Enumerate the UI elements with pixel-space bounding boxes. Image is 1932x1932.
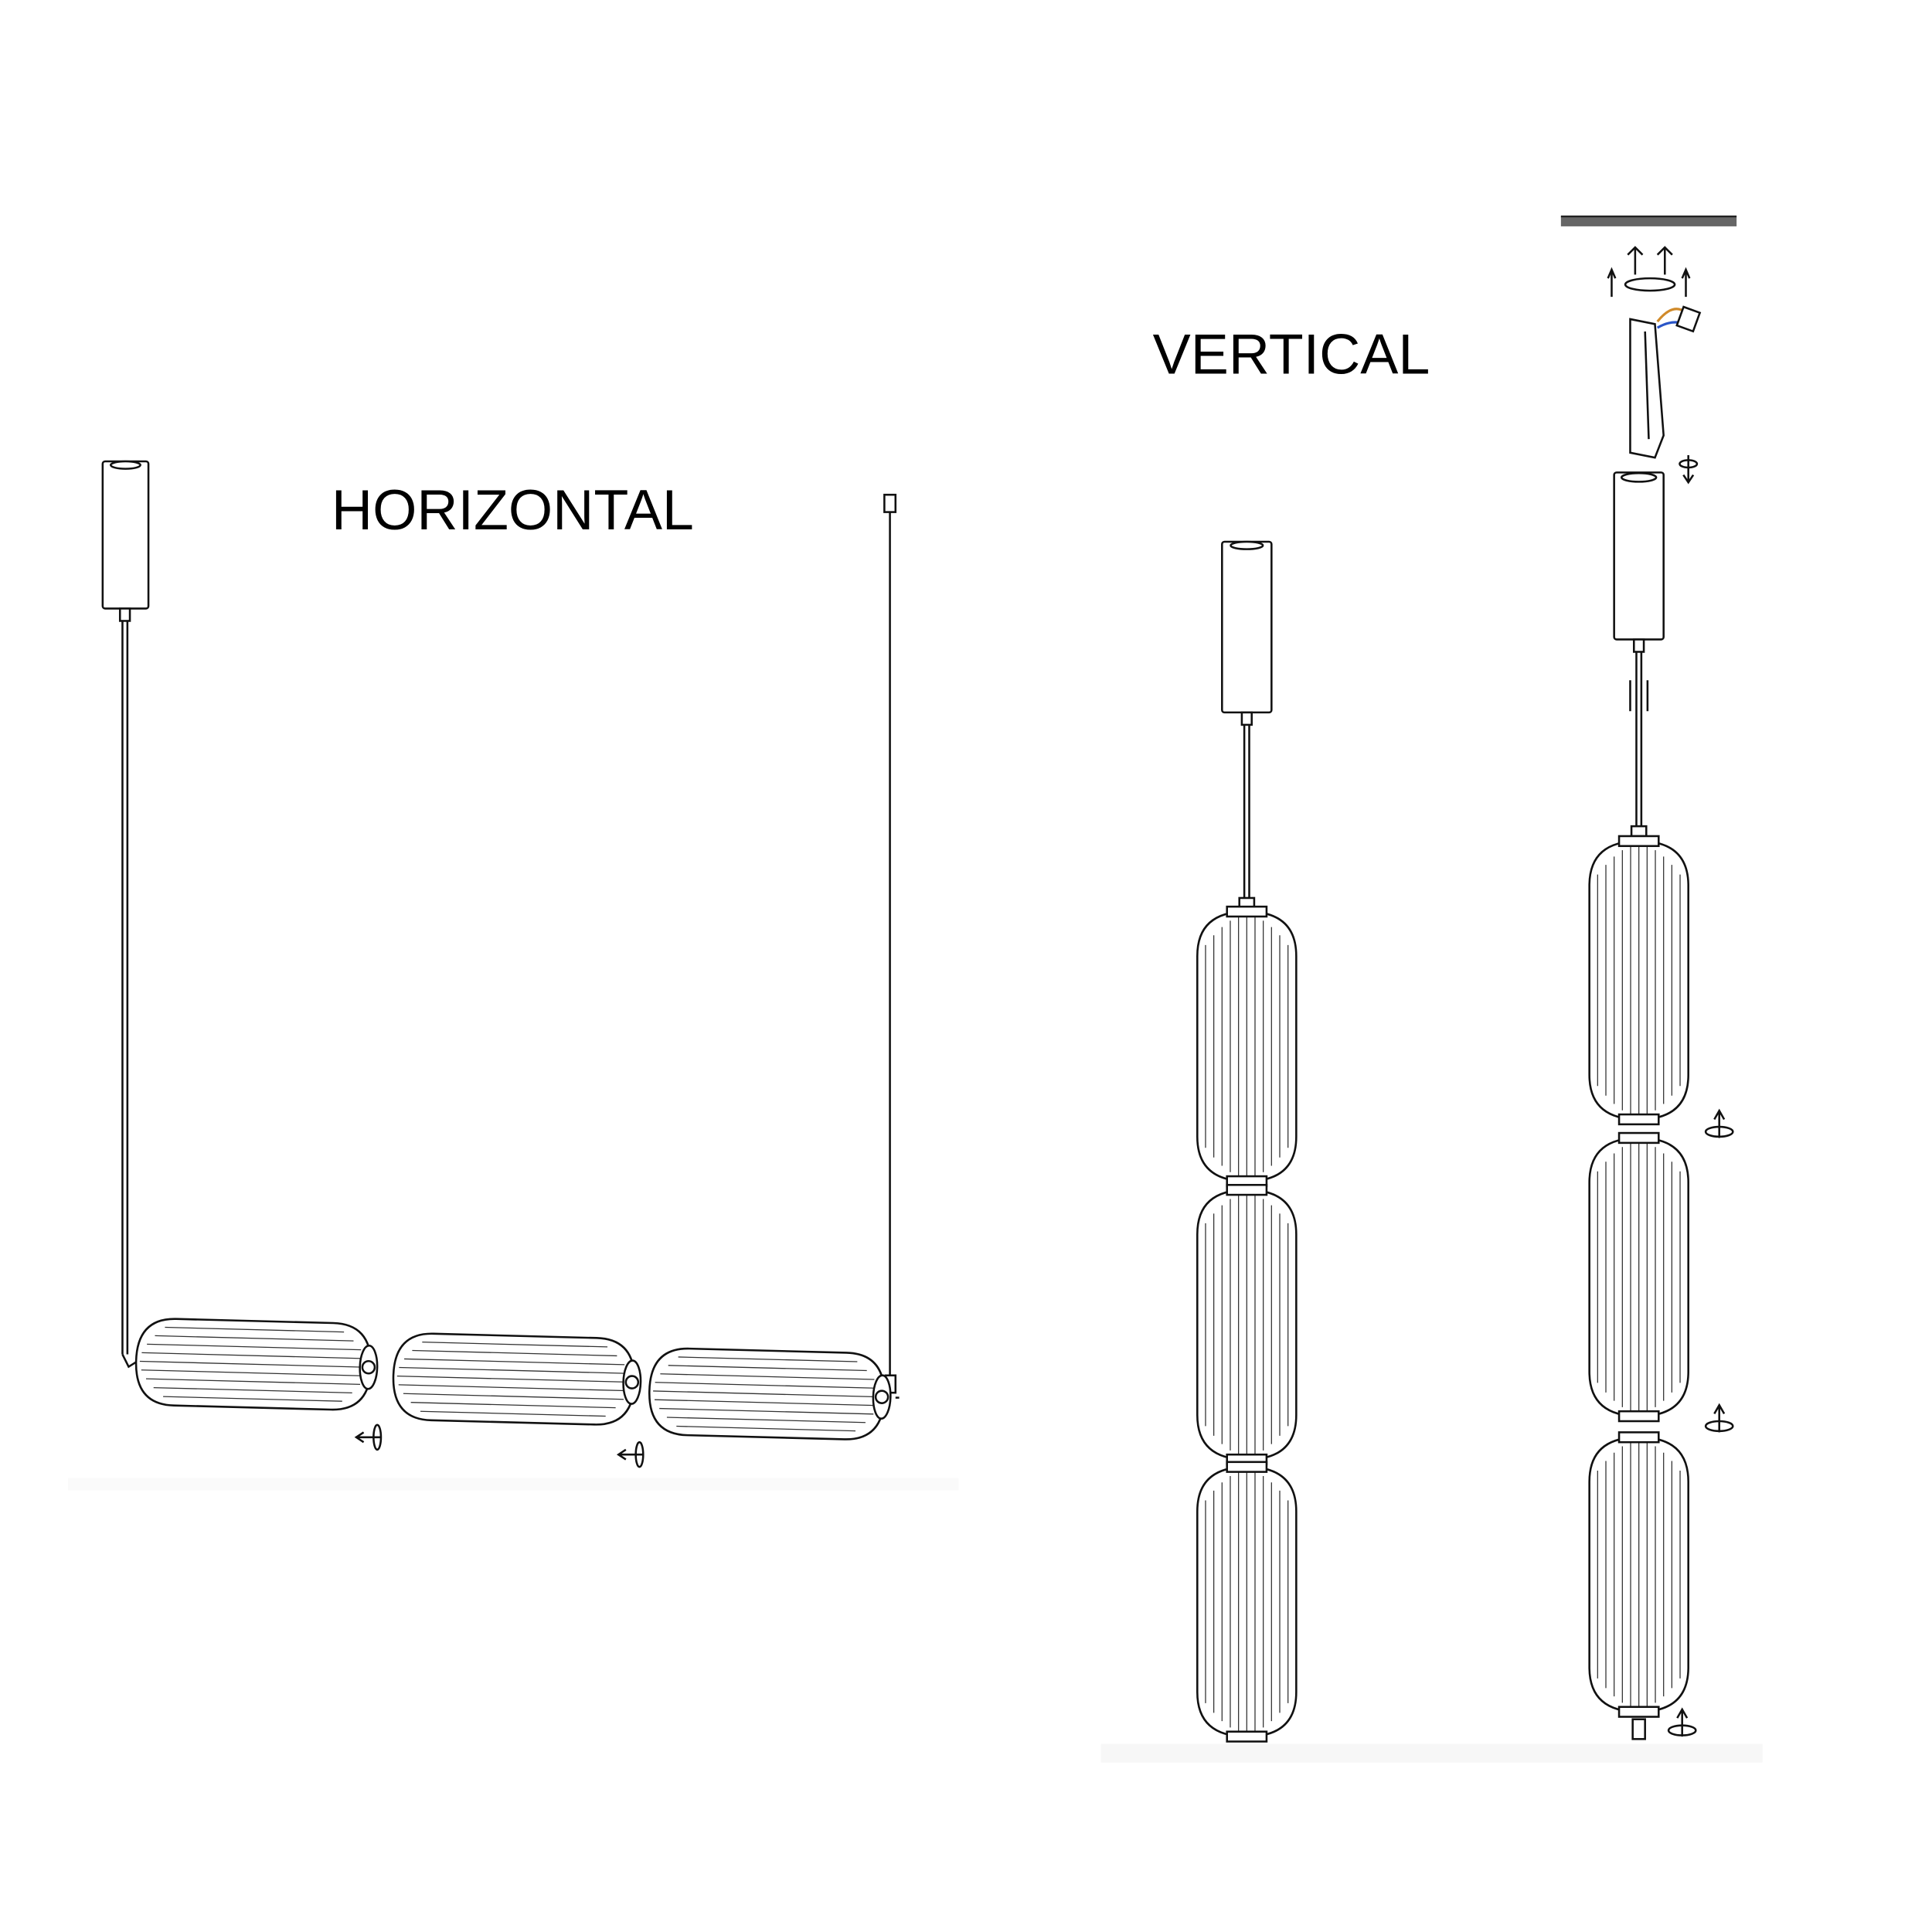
horizontal-shade-1 bbox=[134, 1318, 379, 1411]
wall-anchor-screws-icon bbox=[1607, 246, 1691, 298]
rotate-connect-arrow-icon bbox=[1667, 1707, 1697, 1737]
exploded-suspension-rod bbox=[1629, 638, 1649, 838]
horizontal-wire bbox=[883, 493, 900, 1399]
vertical-shade-1 bbox=[1196, 905, 1298, 1188]
exploded-shade-2 bbox=[1588, 1131, 1689, 1423]
horizontal-shade-3 bbox=[648, 1347, 892, 1440]
horizontal-canopy bbox=[101, 460, 150, 610]
rotate-connect-arrow-icon bbox=[1704, 1403, 1734, 1433]
horizontal-floor-shadow bbox=[68, 1478, 959, 1491]
mounting-bracket bbox=[1629, 305, 1702, 459]
horizontal-suspension-rod bbox=[118, 607, 139, 1369]
exploded-shade-1 bbox=[1588, 835, 1689, 1126]
vertical-floor-shadow bbox=[1100, 1743, 1763, 1763]
rotate-arrow-icon bbox=[1679, 454, 1699, 485]
ceiling bbox=[1560, 215, 1737, 226]
vertical-shade-2 bbox=[1196, 1184, 1298, 1466]
vertical-suspension-rod bbox=[1238, 711, 1256, 910]
vertical-canopy bbox=[1221, 540, 1273, 714]
end-cap bbox=[1631, 1718, 1646, 1740]
horizontal-label: HORIZONTAL bbox=[332, 478, 694, 542]
rotate-connect-arrow-icon bbox=[1704, 1108, 1734, 1138]
rotate-connect-arrow-icon bbox=[616, 1440, 645, 1468]
vertical-label: VERTICAL bbox=[1153, 321, 1430, 386]
horizontal-shade-2 bbox=[392, 1332, 642, 1426]
vertical-shade-3 bbox=[1196, 1461, 1298, 1743]
exploded-shade-3 bbox=[1588, 1431, 1689, 1718]
exploded-canopy bbox=[1613, 471, 1665, 641]
rotate-connect-arrow-icon bbox=[354, 1423, 383, 1451]
